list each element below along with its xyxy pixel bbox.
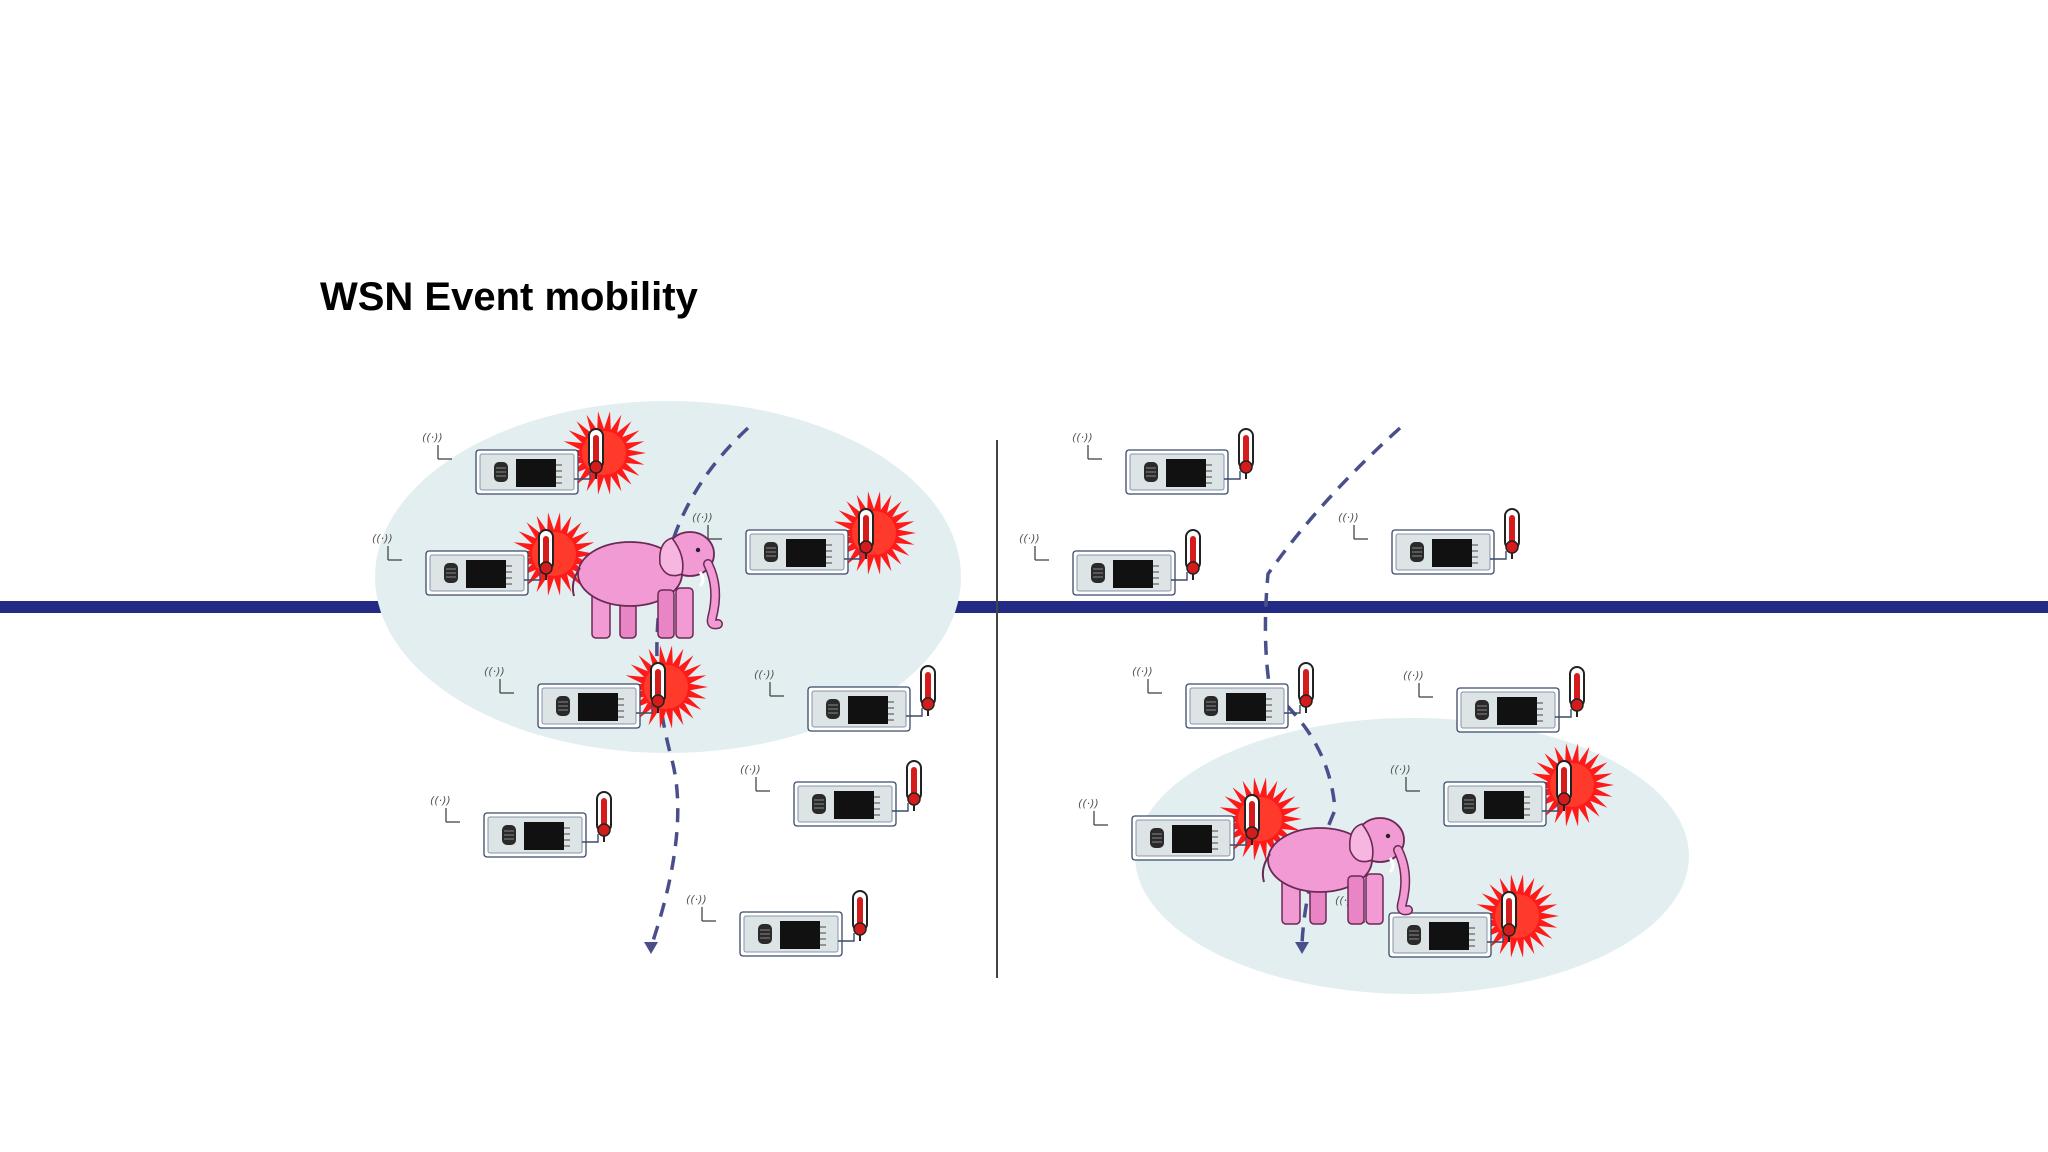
sensor-node-icon	[483, 645, 708, 729]
slide-title: WSN Event mobility	[320, 275, 698, 319]
thermometer-icon	[1298, 662, 1314, 714]
sensor-node-icon	[739, 760, 922, 827]
thermometer-icon	[1569, 666, 1585, 718]
thermometer-icon	[1244, 794, 1260, 846]
sensor-node-icon	[421, 411, 646, 495]
horizontal-band	[0, 601, 2048, 613]
thermometer-icon	[588, 428, 604, 480]
thermometer-icon	[906, 760, 922, 812]
sensor-node-icon	[1389, 743, 1614, 827]
sensor-node-icon	[691, 491, 916, 575]
thermometer-icon	[650, 662, 666, 714]
sensor-node-icon	[685, 890, 868, 957]
sensor-node-icon	[1131, 662, 1314, 729]
thermometer-icon	[596, 791, 612, 843]
thermometer-icon	[1185, 529, 1201, 581]
thermometer-icon	[1556, 760, 1572, 812]
sensor-node-icon	[1071, 428, 1254, 495]
thermometer-icon	[852, 890, 868, 942]
thermometer-icon	[1504, 508, 1520, 560]
trajectory-arrowhead-before	[644, 942, 658, 954]
thermometer-icon	[858, 508, 874, 560]
trajectory-arrowhead-after	[1295, 942, 1309, 954]
sensor-node-icon	[1018, 529, 1201, 596]
sensor-node-icon	[1334, 874, 1559, 958]
sensor-nodes	[371, 411, 1614, 958]
sensor-node-icon	[429, 791, 612, 858]
thermometer-icon	[920, 665, 936, 717]
thermometer-icon	[1238, 428, 1254, 480]
sensor-node-icon	[1337, 508, 1520, 575]
thermometer-icon	[538, 529, 554, 581]
thermometer-icon	[1501, 891, 1517, 943]
